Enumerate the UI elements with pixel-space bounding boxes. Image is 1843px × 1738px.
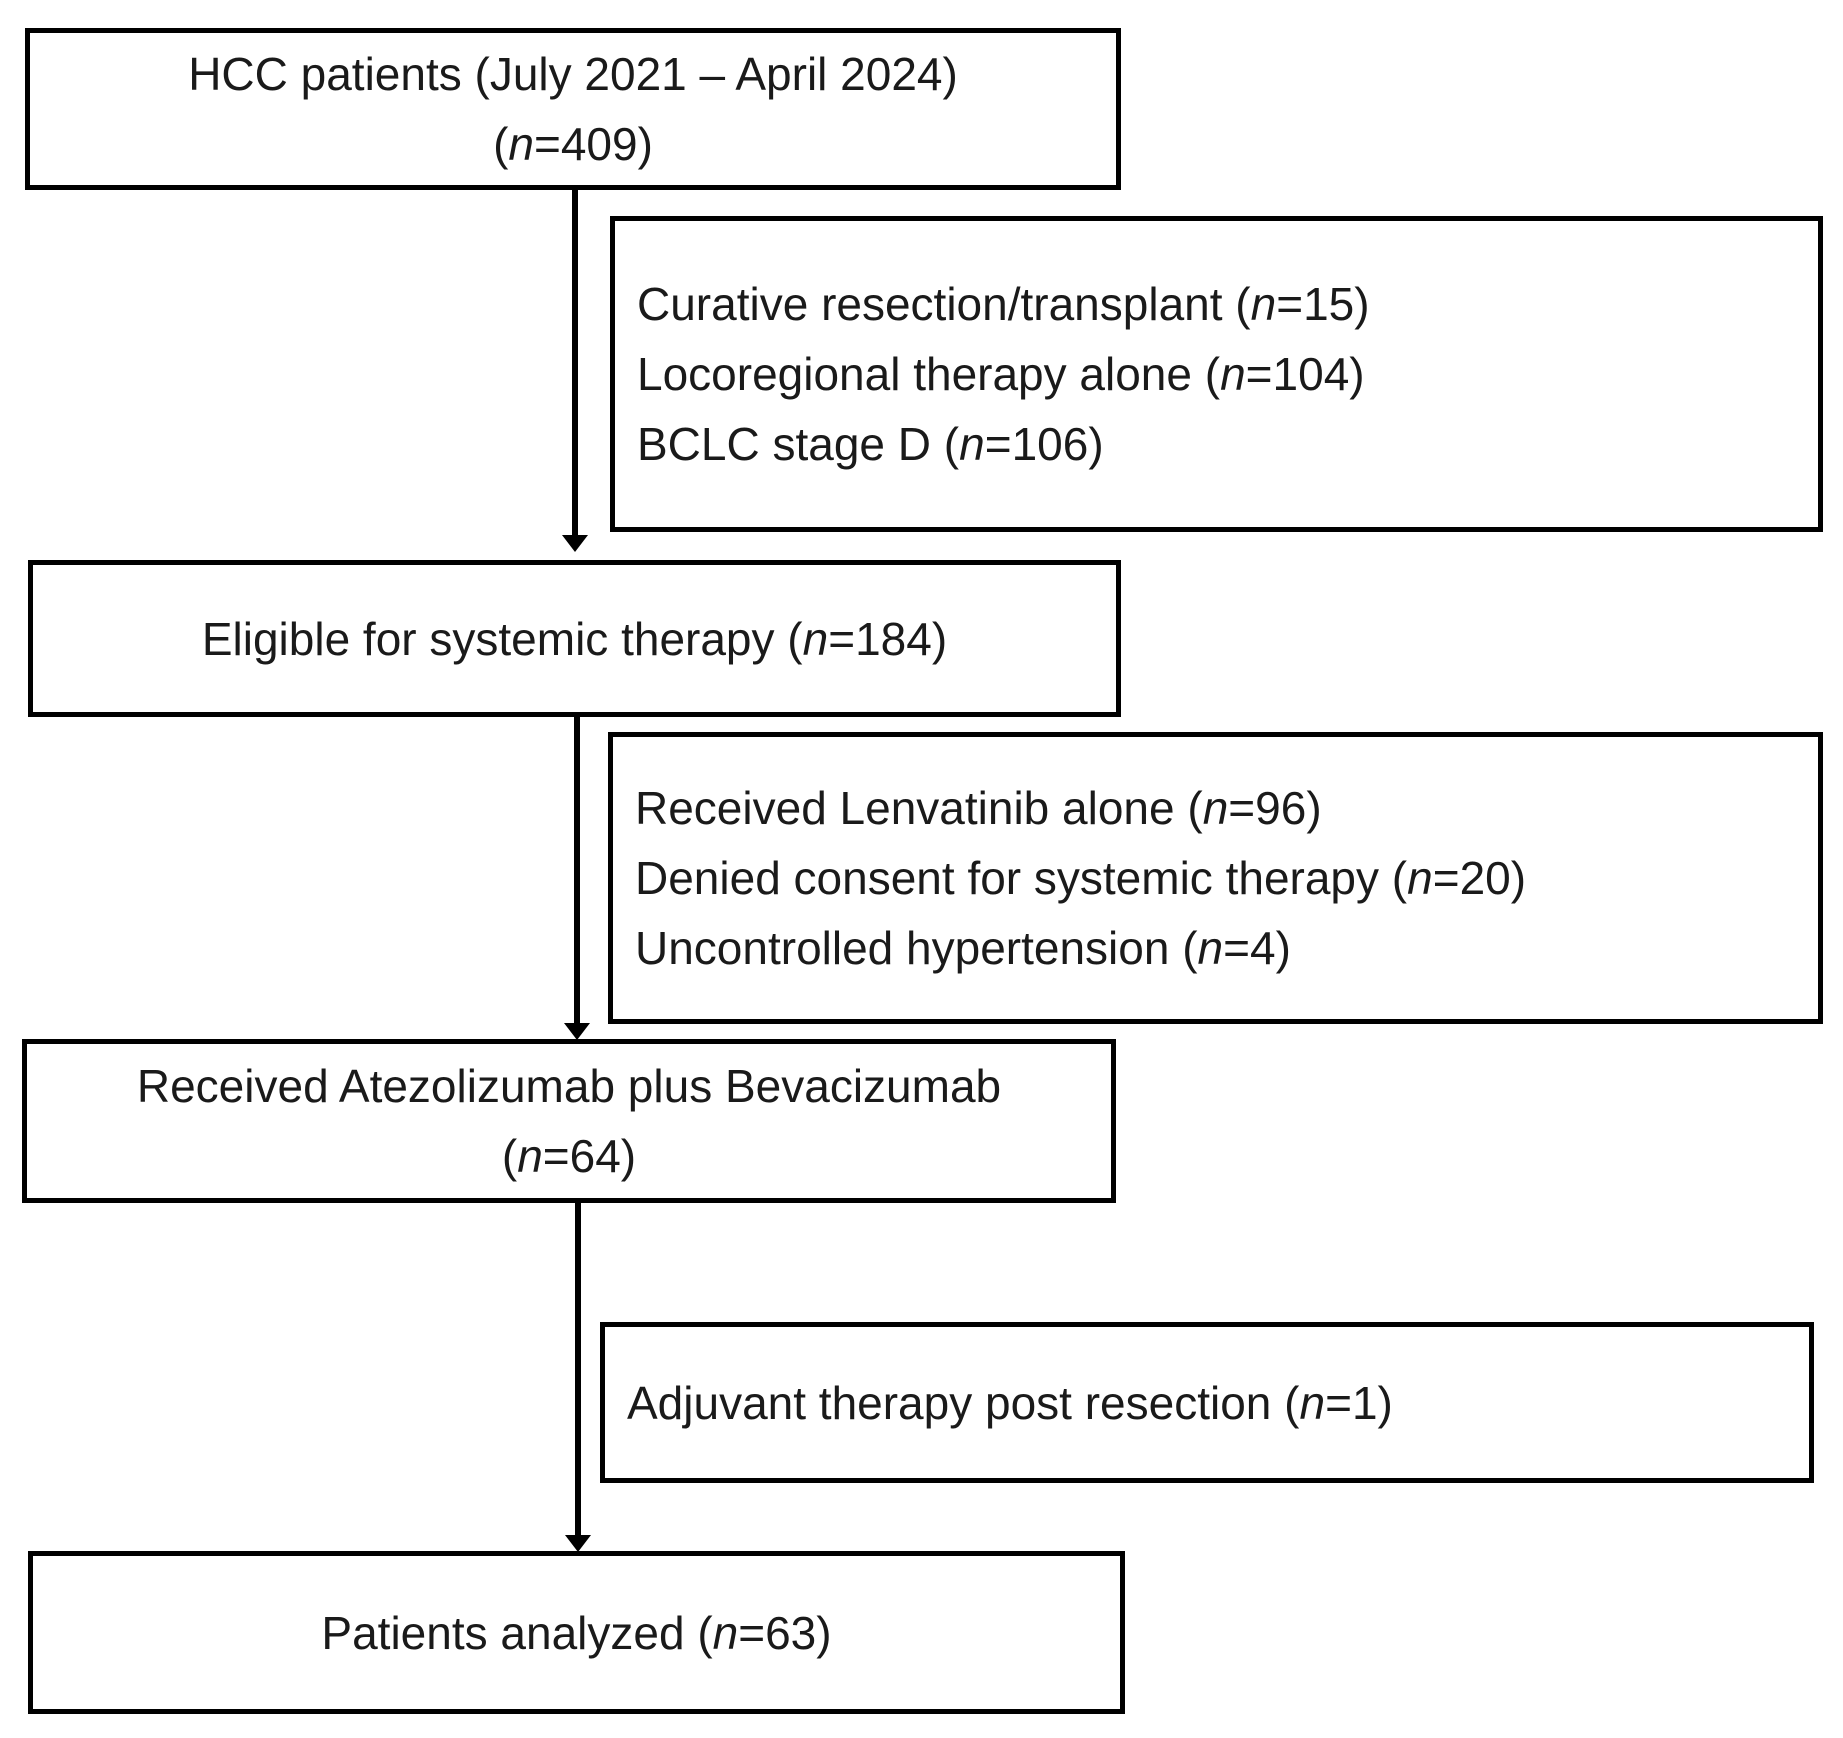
exclusion-item-curative: Curative resection/transplant (n=15)	[637, 278, 1370, 330]
exclusion-item-lenvatinib: Received Lenvatinib alone (n=96)	[635, 782, 1322, 834]
step-hcc-patients-title: HCC patients (July 2021 – April 2024)	[188, 48, 958, 100]
step-patients-analyzed: Patients analyzed (n=63)	[28, 1551, 1125, 1714]
exclusion-item-locoregional: Locoregional therapy alone (n=104)	[637, 348, 1365, 400]
exclusion-item-hypertension: Uncontrolled hypertension (n=4)	[635, 922, 1291, 974]
step-hcc-patients: HCC patients (July 2021 – April 2024) (n…	[25, 28, 1121, 190]
exclusion-item-adjuvant: Adjuvant therapy post resection (n=1)	[627, 1376, 1393, 1429]
exclusion-box-1: Curative resection/transplant (n=15) Loc…	[610, 216, 1823, 532]
step-atezolizumab-bevacizumab-title: Received Atezolizumab plus Bevacizumab	[136, 1060, 1002, 1112]
step-patients-analyzed-text: Patients analyzed (n=63)	[321, 1606, 832, 1659]
arrow-step2-to-step3	[564, 716, 590, 1040]
step-atezolizumab-bevacizumab-count: (n=64)	[501, 1130, 637, 1182]
exclusion-box-2: Received Lenvatinib alone (n=96) Denied …	[608, 732, 1823, 1024]
exclusion-item-denied-consent: Denied consent for systemic therapy (n=2…	[635, 852, 1527, 904]
step-hcc-patients-count: (n=409)	[493, 118, 653, 170]
step-eligible-systemic: Eligible for systemic therapy (n=184)	[28, 560, 1121, 717]
arrow-step1-to-step2	[562, 187, 588, 552]
exclusion-item-bclc: BCLC stage D (n=106)	[637, 418, 1104, 470]
exclusion-box-3: Adjuvant therapy post resection (n=1)	[600, 1322, 1814, 1483]
arrow-step3-to-step4	[565, 1200, 591, 1552]
step-atezolizumab-bevacizumab: Received Atezolizumab plus Bevacizumab (…	[22, 1039, 1116, 1203]
step-eligible-systemic-text: Eligible for systemic therapy (n=184)	[201, 612, 948, 665]
